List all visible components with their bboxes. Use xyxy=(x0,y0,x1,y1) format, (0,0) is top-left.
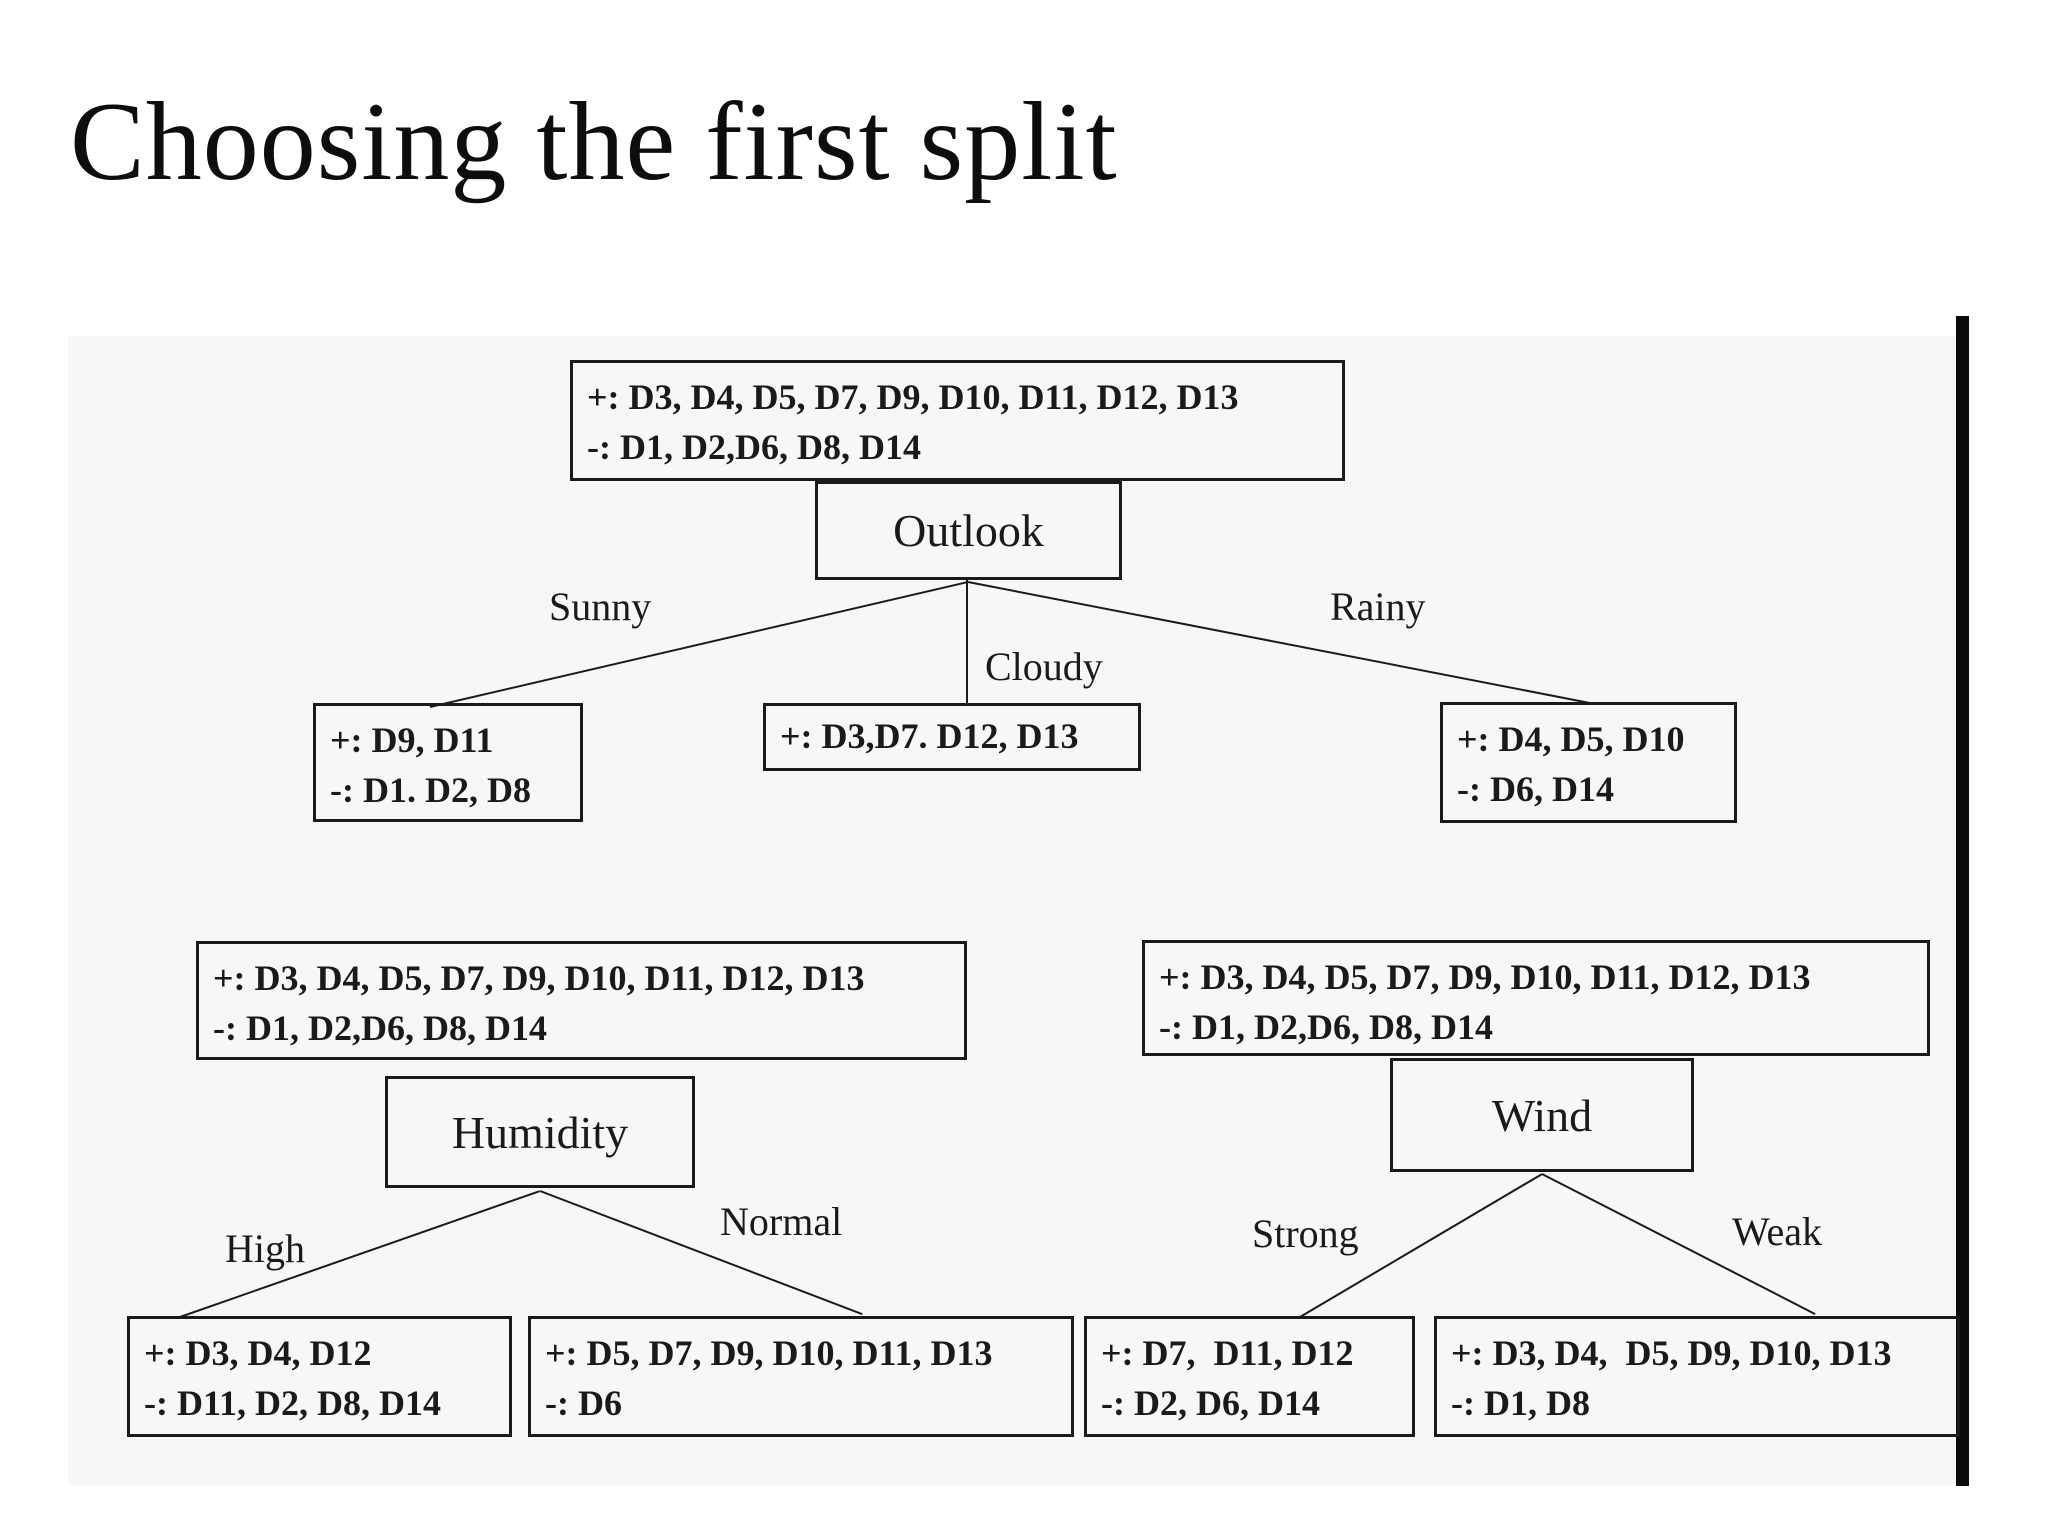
node-label: Wind xyxy=(1491,1089,1593,1141)
branch-label-normal: Normal xyxy=(720,1199,843,1244)
samples-positive: +: D3, D4, D5, D7, D9, D10, D11, D12, D1… xyxy=(587,377,1239,417)
samples-positive: +: D3, D4, D5, D7, D9, D10, D11, D12, D1… xyxy=(213,958,865,998)
leaf-strong-box: +: D7, D11, D12 -: D2, D6, D14 xyxy=(1084,1316,1415,1437)
samples-positive: +: D3,D7. D12, D13 xyxy=(780,716,1079,756)
samples-negative: -: D11, D2, D8, D14 xyxy=(144,1382,441,1423)
leaf-weak-box: +: D3, D4, D5, D9, D10, D13 -: D1, D8 xyxy=(1434,1316,1960,1437)
right-edge-bar xyxy=(1956,316,1969,1486)
samples-negative: -: D2, D6, D14 xyxy=(1101,1382,1320,1423)
diagram-panel xyxy=(68,336,1958,1485)
samples-negative: -: D6, D14 xyxy=(1457,768,1614,809)
samples-negative: -: D1, D2,D6, D8, D14 xyxy=(213,1007,547,1048)
wind-samples-box: +: D3, D4, D5, D7, D9, D10, D11, D12, D1… xyxy=(1142,940,1930,1056)
outlook-root-samples-box: +: D3, D4, D5, D7, D9, D10, D11, D12, D1… xyxy=(570,360,1345,481)
humidity-node-box: Humidity xyxy=(385,1076,695,1188)
leaf-sunny-box: +: D9, D11 -: D1. D2, D8 xyxy=(313,703,583,822)
samples-positive: +: D7, D11, D12 xyxy=(1101,1333,1354,1373)
leaf-rainy-box: +: D4, D5, D10 -: D6, D14 xyxy=(1440,702,1737,823)
slide-title: Choosing the first split xyxy=(70,80,1118,204)
samples-negative: -: D1. D2, D8 xyxy=(330,769,531,810)
samples-positive: +: D3, D4, D5, D9, D10, D13 xyxy=(1451,1333,1892,1373)
branch-label-high: High xyxy=(225,1226,305,1271)
leaf-cloudy-box: +: D3,D7. D12, D13 xyxy=(763,703,1141,771)
branch-label-rainy: Rainy xyxy=(1330,584,1426,629)
samples-positive: +: D3, D4, D5, D7, D9, D10, D11, D12, D1… xyxy=(1159,957,1811,997)
outlook-node-box: Outlook xyxy=(815,481,1122,580)
samples-negative: -: D1, D2,D6, D8, D14 xyxy=(1159,1006,1493,1047)
branch-label-cloudy: Cloudy xyxy=(985,644,1103,689)
samples-negative: -: D1, D2,D6, D8, D14 xyxy=(587,426,921,467)
branch-label-strong: Strong xyxy=(1252,1211,1359,1256)
branch-label-weak: Weak xyxy=(1732,1209,1823,1254)
samples-negative: -: D1, D8 xyxy=(1451,1382,1590,1423)
wind-node-box: Wind xyxy=(1390,1058,1694,1172)
samples-negative: -: D6 xyxy=(545,1382,622,1423)
samples-positive: +: D9, D11 xyxy=(330,720,494,760)
leaf-high-box: +: D3, D4, D12 -: D11, D2, D8, D14 xyxy=(127,1316,512,1437)
samples-positive: +: D5, D7, D9, D10, D11, D13 xyxy=(545,1333,993,1373)
branch-label-sunny: Sunny xyxy=(549,584,652,629)
leaf-normal-box: +: D5, D7, D9, D10, D11, D13 -: D6 xyxy=(528,1316,1074,1437)
humidity-samples-box: +: D3, D4, D5, D7, D9, D10, D11, D12, D1… xyxy=(196,941,967,1060)
samples-positive: +: D4, D5, D10 xyxy=(1457,719,1685,759)
branch-line-cloudy xyxy=(966,580,968,703)
node-label: Humidity xyxy=(451,1106,629,1158)
samples-positive: +: D3, D4, D12 xyxy=(144,1333,372,1373)
node-label: Outlook xyxy=(893,505,1044,556)
